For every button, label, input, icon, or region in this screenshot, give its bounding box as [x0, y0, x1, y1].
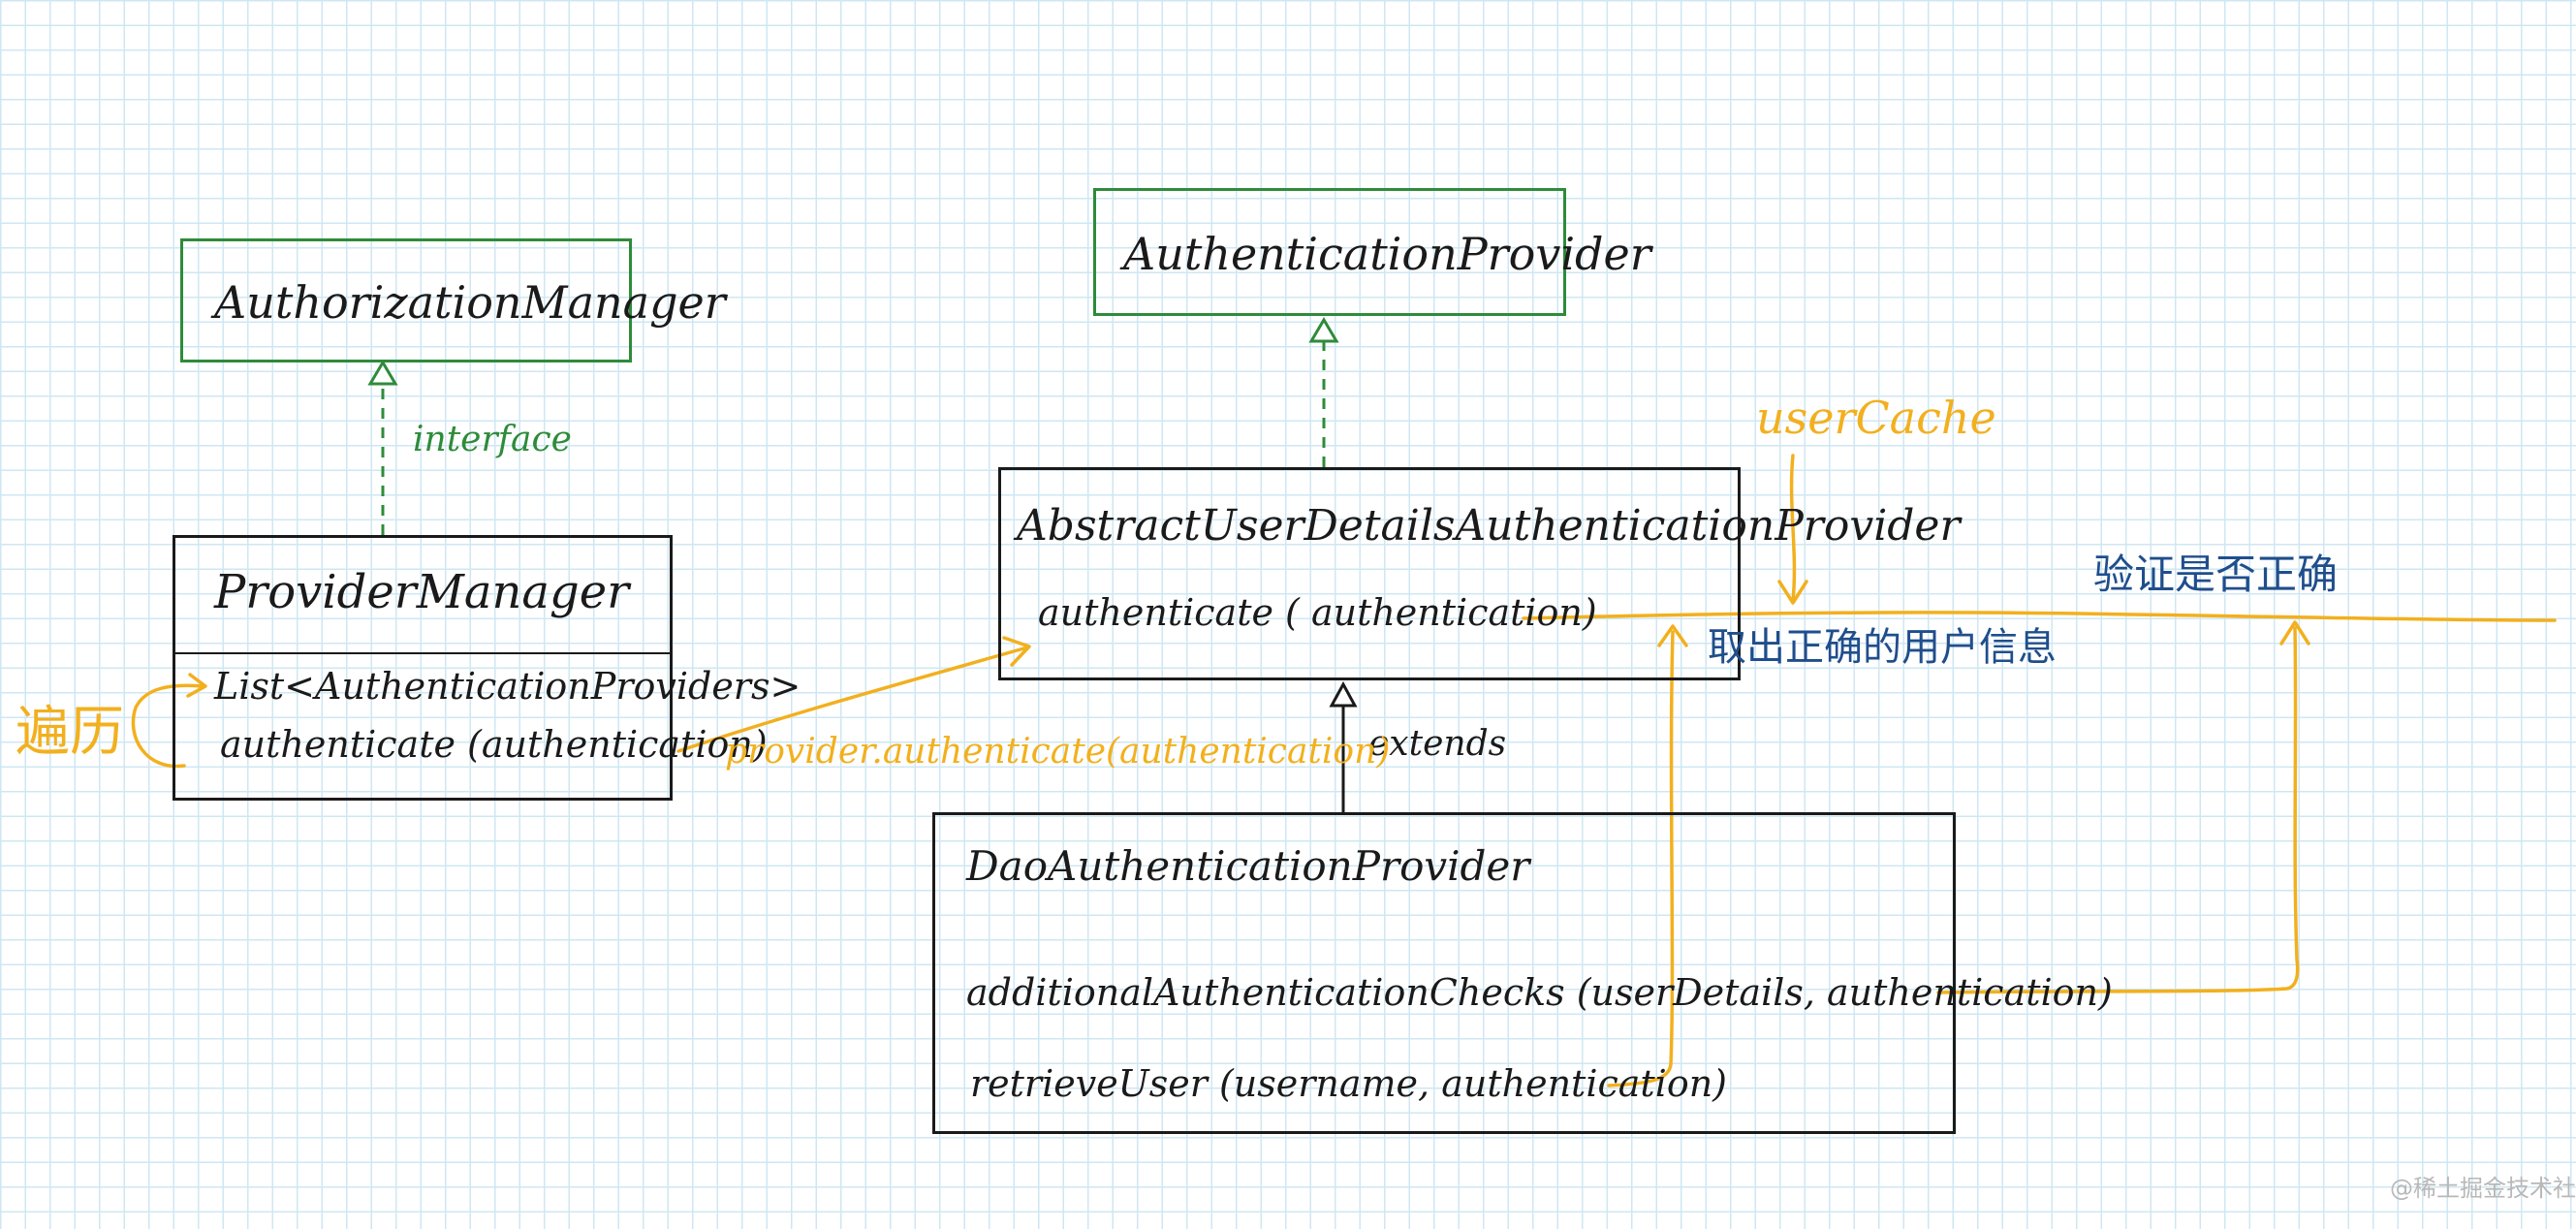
dao-provider-method-additional-checks: additionalAuthenticationChecks (userDeta… — [966, 971, 2113, 1014]
interface-label: interface — [413, 420, 572, 459]
interface-arrowhead-authorization — [367, 360, 398, 386]
abstract-provider-box: AbstractUserDetailsAuthenticationProvide… — [998, 467, 1961, 680]
provider-manager-box: ProviderManager List<AuthenticationProvi… — [173, 535, 801, 801]
abstract-provider-title: AbstractUserDetailsAuthenticationProvide… — [1017, 501, 1961, 551]
user-cache-label: userCache — [1756, 392, 1996, 444]
fetch-user-info-label: 取出正确的用户信息 — [1708, 625, 2057, 670]
provider-manager-method-list: List<AuthenticationProviders> — [214, 665, 801, 708]
traverse-label: 遍历 — [16, 701, 124, 764]
user-cache-arrowhead — [1777, 580, 1808, 605]
additional-checks-arrowhead — [2279, 620, 2310, 646]
provider-manager-divider — [175, 652, 670, 654]
authentication-provider-box: AuthenticationProvider — [1093, 188, 1651, 316]
provider-call-arrowhead — [1002, 636, 1031, 667]
authorization-manager-title: AuthorizationManager — [214, 276, 726, 329]
interface-arrowhead-authentication — [1308, 317, 1339, 343]
watermark: @稀土掘金技术社区 — [2390, 1175, 2576, 1202]
extends-arrowhead — [1329, 680, 1358, 708]
abstract-provider-method-authenticate: authenticate ( authentication) — [1038, 591, 1597, 634]
provider-call-label: provider.authenticate(authentication) — [725, 732, 1391, 772]
extends-label: extends — [1368, 724, 1507, 764]
authorization-manager-box: AuthorizationManager — [180, 238, 726, 362]
retrieve-user-arrowhead — [1657, 624, 1688, 647]
authenticate-flow-line — [1522, 611, 2557, 622]
dao-provider-method-retrieve-user: retrieveUser (username, authentication) — [970, 1062, 1728, 1105]
dao-provider-box: DaoAuthenticationProvider additionalAuth… — [932, 812, 2113, 1134]
provider-manager-title: ProviderManager — [214, 565, 630, 619]
user-cache-arrow — [1789, 454, 1797, 603]
verify-correct-label: 验证是否正确 — [2093, 551, 2339, 598]
additional-checks-arrow — [1936, 626, 2300, 994]
traverse-loop-arrowhead — [186, 673, 207, 698]
authentication-provider-title: AuthenticationProvider — [1123, 228, 1651, 280]
dao-provider-title: DaoAuthenticationProvider — [966, 842, 1530, 890]
provider-manager-method-authenticate: authenticate (authentication) — [220, 723, 768, 766]
retrieve-user-arrow — [1607, 630, 1675, 1087]
provider-call-arrow — [676, 646, 1029, 753]
